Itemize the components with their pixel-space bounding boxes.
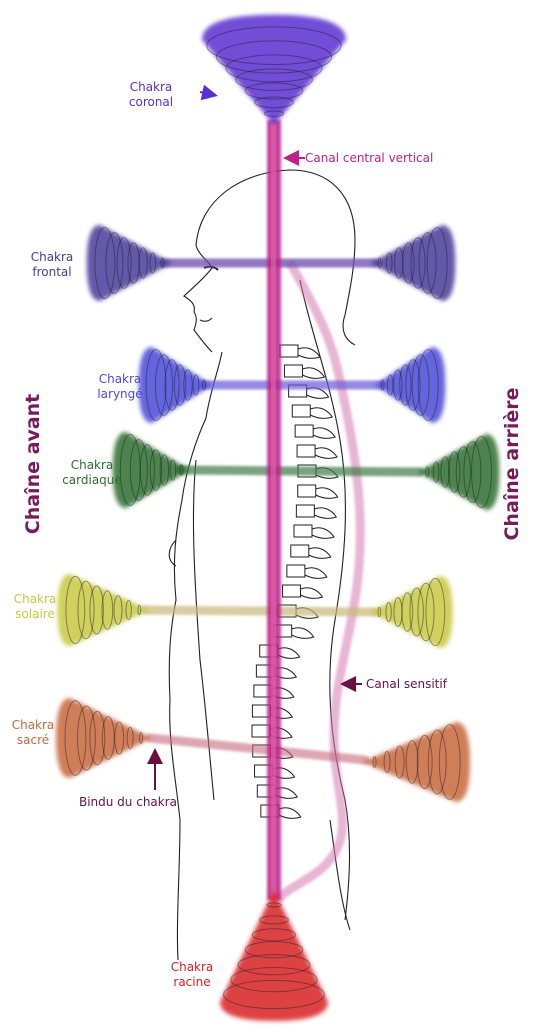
vertebra: [286, 564, 328, 579]
vertebra: [295, 504, 338, 519]
side-title-left: Chaîne avant: [22, 393, 44, 535]
vertebra: [283, 364, 326, 379]
vertebra: [290, 544, 332, 559]
cone-solaire-front: [57, 574, 150, 646]
human-silhouette-icon: [168, 169, 356, 961]
cone-larynge-back: [375, 347, 446, 423]
vertebra: [293, 524, 335, 539]
horizontal-chains: [140, 258, 425, 765]
cone-larynge-front: [138, 347, 212, 423]
vertebra: [279, 344, 321, 359]
cone-sacre-front: [56, 698, 152, 778]
pointer-arrows: [147, 84, 362, 790]
vertebra: [291, 404, 334, 419]
vertebra: [296, 444, 338, 459]
cone-racine: [220, 890, 328, 1021]
label-canal-sensitif: Canal sensitif: [366, 677, 447, 691]
label-canal-central: Canal central vertical: [305, 151, 434, 165]
cone-cardiaque-back: [418, 434, 500, 510]
arrow-icon: [199, 84, 218, 101]
sensitive-channel: [274, 259, 365, 903]
cone-solaire-back: [370, 576, 453, 648]
vertebra: [294, 424, 336, 439]
cone-frontal-back: [370, 225, 456, 301]
cone-sacre-back: [362, 722, 470, 802]
vertebra: [282, 584, 324, 599]
cone-cardiaque-front: [112, 432, 190, 508]
side-title-right: Chaîne arrière: [501, 387, 523, 541]
cone-frontal-front: [86, 225, 172, 301]
cone-coronal: [202, 14, 346, 125]
label-bindu: Bindu du chakra: [78, 795, 178, 809]
vertebra: [297, 484, 339, 499]
